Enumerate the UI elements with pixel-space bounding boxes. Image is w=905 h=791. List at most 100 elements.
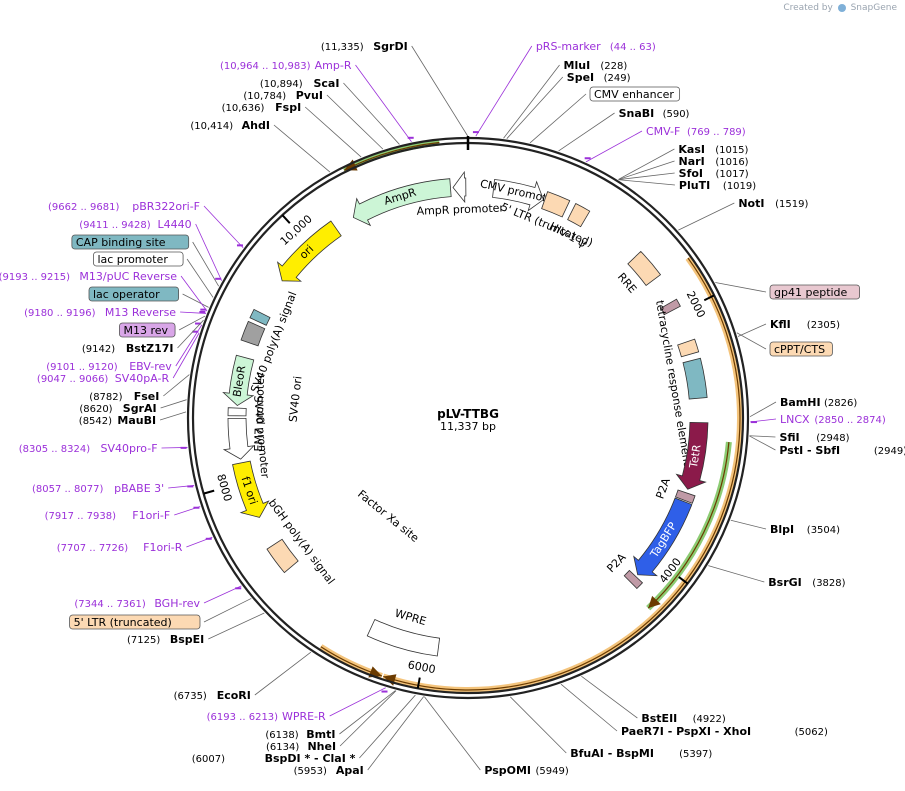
site-label-box-lac-operator [88,286,179,302]
site-label-nari[interactable]: NarI(1016) [679,155,749,168]
site-label-sfoi[interactable]: SfoI(1017) [679,167,749,180]
site-name-bspdi-clai: BspDI * - ClaI * [265,752,356,765]
site-label-scai[interactable]: ScaI(10,894) [260,77,340,90]
site-label-bstz17i[interactable]: BstZ17I(9142) [82,342,174,355]
site-label-nhei[interactable]: NheI(6134) [266,740,336,753]
site-label-ebv-rev[interactable]: EBV-rev(9101 .. 9120) [46,360,172,373]
site-label-sgrdi[interactable]: SgrDI(11,335) [321,40,408,53]
leader-bgh-rev [203,585,242,604]
site-label-psti-sbfi[interactable]: PstI - SbfI(2949) [779,444,905,457]
site-name-blpi: BlpI [770,523,794,536]
site-label-cppt-cts[interactable]: cPPT/CTS [769,341,833,357]
tick-4000 [678,576,689,585]
site-label-5-ltr-truncated[interactable]: 5' LTR (truncated) [69,614,201,630]
site-label-lac-operator[interactable]: lac operator [88,286,179,302]
site-label-bsrgi[interactable]: BsrGI(3828) [768,576,845,589]
site-coord-sfii: (2948) [816,433,849,444]
site-coord-apai: (5953) [294,766,327,777]
site-label-fspi[interactable]: FspI(10,636) [222,101,302,114]
leader-bspdi-clai [359,694,416,759]
site-name-bmti: BmtI [306,728,335,741]
site-label-pluti[interactable]: PluTI(1019) [679,179,756,192]
site-label-bamhi[interactable]: BamHI(2826) [780,396,857,409]
leader-noti [678,202,735,231]
site-label-kfli[interactable]: KflI(2305) [770,318,840,331]
site-label-f1ori-f[interactable]: F1ori-F(7917 .. 7938) [45,509,171,522]
snapgene-logo-icon [837,3,846,12]
site-label-ecori[interactable]: EcoRI(6735) [174,689,251,702]
site-label-sfii[interactable]: SfiI(2948) [779,431,849,444]
site-label-bsteii[interactable]: BstEII(4922) [641,712,726,725]
site-label-pbr322ori-f[interactable]: pBR322ori-F(9662 .. 9681) [48,200,200,213]
feature-em7-promoter[interactable]: EM7 promoter [227,373,267,452]
site-label-m13-puc-reverse[interactable]: M13/pUC Reverse(9193 .. 9215) [0,270,177,283]
site-label-ahdi[interactable]: AhdI(10,414) [190,119,270,132]
site-label-pvui[interactable]: PvuI(10,784) [243,89,323,102]
site-label-cmv-enhancer[interactable]: CMV enhancer [589,86,681,102]
site-label-lac-promoter[interactable]: lac promoter [93,251,184,267]
site-coord-pluti: (1019) [723,181,756,192]
site-label-pspomi[interactable]: PspOMI(5949) [484,764,569,777]
site-label-bspei[interactable]: BspEI(7125) [127,633,204,646]
site-label-pbabe-3[interactable]: pBABE 3'(8057 .. 8077) [32,482,164,495]
site-name-fspi: FspI [275,101,301,114]
inner-label-factor-xa-site: Factor Xa site [355,488,421,545]
site-label-sv40pa-r[interactable]: SV40pA-R(9047 .. 9066) [37,372,170,385]
feature-cppt-cts[interactable] [677,338,700,358]
feature-bleor[interactable]: BleoR [222,354,255,407]
site-label-mlui[interactable]: MluI(228) [564,59,628,72]
site-label-apai[interactable]: ApaI(5953) [294,764,364,777]
feature-rre[interactable]: RRE [615,250,662,296]
site-label-f1ori-r[interactable]: F1ori-R(7707 .. 7726) [57,541,183,554]
site-label-prs-marker[interactable]: pRS-marker(44 .. 63) [536,40,656,53]
tick-2000 [703,294,715,302]
site-coord-nari: (1016) [715,157,748,168]
site-label-fsei[interactable]: FseI(8782) [89,390,159,403]
tick-label-8000: 8000 [214,472,234,502]
feature-bgh-poly-a-signal[interactable]: bGH poly(A) signal [266,497,338,587]
site-label-lncx[interactable]: LNCX(2850 .. 2874) [780,413,886,426]
site-label-noti[interactable]: NotI(1519) [738,197,808,210]
leader-spei [506,76,564,139]
site-label-blpi[interactable]: BlpI(3504) [770,523,840,536]
feature-lac-operator[interactable] [249,308,271,326]
site-coord-sgrai: (8620) [79,404,112,415]
site-label-bgh-rev[interactable]: BGH-rev(7344 .. 7361) [74,597,200,610]
site-label-spei[interactable]: SpeI(249) [567,71,631,84]
site-coord-kasi: (1015) [715,145,748,156]
site-label-sgrai[interactable]: SgrAI(8620) [79,402,156,415]
site-label-paer7i-pspxi-xhoi[interactable]: PaeR7I - PspXI - XhoI(5062) [621,725,828,738]
site-name-pbabe-3: pBABE 3' [114,482,164,495]
site-label-bmti[interactable]: BmtI(6138) [265,728,335,741]
site-label-amp-r[interactable]: Amp-R(10,964 .. 10,983) [220,59,352,72]
tick-label-2000: 2000 [684,289,708,320]
site-label-cap-binding-site[interactable]: CAP binding site [71,234,190,250]
site-label-m13-reverse[interactable]: M13 Reverse(9180 .. 9196) [24,306,176,319]
site-label-maubi[interactable]: MauBI(8542) [79,414,156,427]
leader-lac-operator [182,293,209,308]
feature-ampr[interactable]: AmpR [352,178,452,227]
site-label-l4440[interactable]: L4440(9411 .. 9428) [79,218,191,231]
site-coord-paer7i-pspxi-xhoi: (5062) [795,727,828,738]
site-label-snabi[interactable]: SnaBI(590) [619,107,690,120]
feature-gp41-peptide[interactable] [660,298,681,316]
site-label-m13-rev[interactable]: M13 rev [119,322,176,338]
leader-m13-reverse [180,311,207,314]
feature-f1-ori[interactable]: f1 ori [232,460,270,518]
leader-fsei [163,374,190,397]
site-coord-pbr322ori-f: (9662 .. 9681) [48,202,120,213]
leader-bsteii [581,675,638,719]
site-label-wpre-r[interactable]: WPRE-R(6193 .. 6213) [207,710,326,723]
site-label-cmv-f[interactable]: CMV-F(769 .. 789) [646,125,746,138]
feature-wpre[interactable]: WPRE [366,607,441,657]
site-coord-f1ori-r: (7707 .. 7726) [57,543,129,554]
feature-tetr[interactable]: TetR [675,421,709,490]
site-label-kasi[interactable]: KasI(1015) [678,143,748,156]
site-label-bfuai-bspmi[interactable]: BfuAI - BspMI(5397) [570,747,712,760]
site-label-gp41-peptide[interactable]: gp41 peptide [769,284,860,300]
feature-ori[interactable]: ori [276,220,342,282]
leader-maubi [159,411,187,421]
site-label-sv40pro-f[interactable]: SV40pro-F(8305 .. 8324) [19,442,158,455]
feature-ampr-promoter[interactable]: AmpR promoter [416,170,505,218]
site-label-bspdi-clai[interactable]: BspDI * - ClaI *(6007) [192,752,356,765]
